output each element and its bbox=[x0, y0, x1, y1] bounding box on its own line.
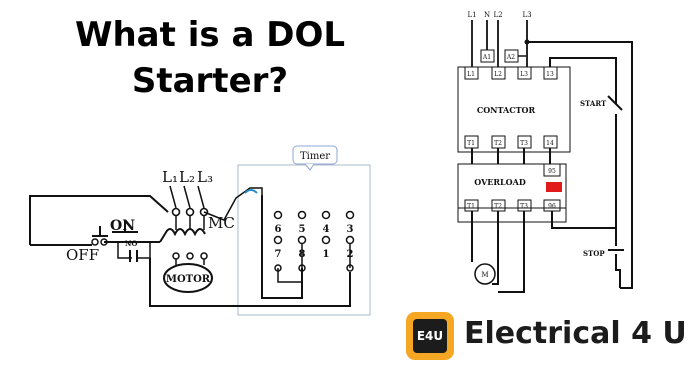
right-circuit bbox=[457, 20, 633, 293]
right-motor-symbol bbox=[474, 263, 496, 285]
motor-label: MOTOR bbox=[166, 274, 211, 285]
no-label: NO bbox=[125, 239, 138, 248]
contactor-out-t3: T3 bbox=[520, 140, 528, 147]
chip-text: E4U bbox=[413, 319, 447, 353]
timer-terminal-3: 3 bbox=[347, 224, 354, 235]
mc-coil bbox=[164, 228, 206, 237]
contactor-out-14: 14 bbox=[546, 140, 554, 147]
timer-terminal-5: 5 bbox=[299, 224, 306, 235]
overload-out-t2: T2 bbox=[494, 203, 502, 210]
contactor-out-t2: T2 bbox=[494, 140, 502, 147]
contactor-in-l1: L1 bbox=[467, 71, 475, 78]
supply-terminal-l3 bbox=[199, 207, 209, 217]
page-title: What is a DOL Starter? bbox=[30, 12, 390, 104]
right-supply-l1: L1 bbox=[467, 11, 476, 19]
supply-label-l2: L₂ bbox=[179, 168, 195, 186]
e4u-chip-icon: E4U bbox=[406, 312, 454, 360]
right-supply-l3: L3 bbox=[522, 11, 531, 19]
right-supply-n: N bbox=[484, 11, 490, 19]
off-label: OFF bbox=[66, 246, 99, 264]
overload-indicator bbox=[546, 182, 562, 192]
timer-terminal-4: 4 bbox=[323, 224, 330, 235]
motor-symbol bbox=[163, 263, 213, 293]
overload-out-t1: T1 bbox=[467, 203, 475, 210]
supply-label-l3: L₃ bbox=[197, 168, 213, 186]
contactor-out-t1: T1 bbox=[467, 140, 475, 147]
brand-name: Electrical 4 U bbox=[464, 316, 687, 351]
stop-label: STOP bbox=[583, 249, 605, 258]
coil-terminal-a1 bbox=[480, 49, 495, 63]
timer-terminal-7: 7 bbox=[275, 249, 282, 260]
timer-terminal-1: 1 bbox=[323, 249, 330, 260]
timer-terminal-2: 2 bbox=[347, 249, 354, 260]
overload-aux-95: 95 bbox=[548, 168, 556, 175]
mc-label: MC bbox=[208, 214, 235, 232]
timer-box bbox=[237, 164, 371, 316]
contactor-in-13: 13 bbox=[546, 71, 554, 78]
contactor-in-l2: L2 bbox=[494, 71, 502, 78]
title-line-1: What is a DOL bbox=[74, 15, 346, 55]
title-line-2: Starter? bbox=[131, 61, 289, 101]
start-label: START bbox=[580, 99, 607, 108]
coil-a2-label: A2 bbox=[506, 54, 515, 61]
overload-aux-96: 96 bbox=[548, 203, 556, 210]
contactor-in-l3: L3 bbox=[520, 71, 528, 78]
supply-terminal-l2 bbox=[185, 207, 195, 217]
coil-a1-label: A1 bbox=[482, 54, 491, 61]
timer-terminal-6: 6 bbox=[275, 224, 282, 235]
timer-label: Timer bbox=[300, 151, 330, 162]
timer-terminals bbox=[273, 210, 355, 245]
supply-terminal-l1 bbox=[171, 207, 181, 217]
off-button-contact-left bbox=[91, 238, 99, 246]
contactor-label: CONTACTOR bbox=[477, 105, 536, 115]
timer-terminal-8: 8 bbox=[299, 249, 306, 260]
on-label: ON bbox=[110, 218, 135, 234]
overload-label: OVERLOAD bbox=[474, 177, 526, 187]
supply-label-l1: L₁ bbox=[162, 168, 178, 186]
overload-out-t3: T3 bbox=[520, 203, 528, 210]
contactor-box bbox=[457, 66, 571, 153]
overload-box-lower bbox=[457, 207, 567, 223]
left-circuit bbox=[29, 145, 371, 316]
right-motor-label: M bbox=[481, 271, 488, 279]
timer-callout bbox=[292, 145, 338, 165]
brand-logo: E4U Electrical 4 U bbox=[404, 306, 700, 366]
right-supply-l2: L2 bbox=[493, 11, 502, 19]
